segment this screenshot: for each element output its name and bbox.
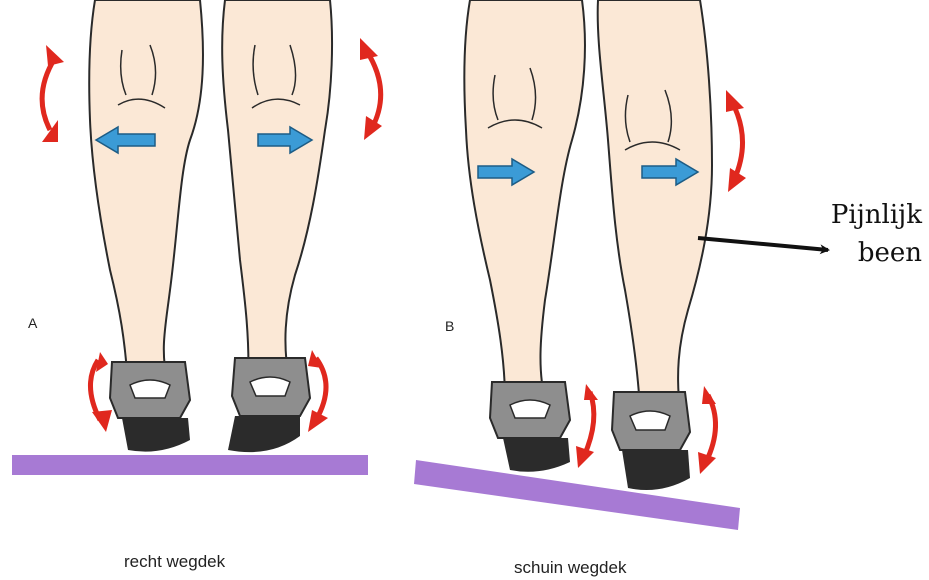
panel-a: [12, 0, 382, 475]
rotation-arrow-top-b: [726, 90, 746, 192]
left-shoe-a: [110, 362, 190, 452]
annotation-line-1: Pijnlijk: [800, 196, 922, 234]
panel-b: [414, 0, 746, 530]
left-leg-a: [89, 0, 203, 385]
road-flat: [12, 455, 368, 475]
left-shoe-b: [490, 382, 570, 472]
rotation-arrow-left-bottom-b: [576, 384, 598, 468]
right-shoe-a: [228, 358, 310, 452]
rotation-arrow-left-bottom-a: [90, 352, 112, 432]
rotation-arrow-right-bottom-a: [308, 350, 328, 432]
annotation-line-2: been: [800, 234, 922, 272]
right-shoe-b: [612, 392, 690, 490]
panel-label-b: B: [445, 318, 454, 334]
road-sloped: [414, 460, 740, 530]
left-leg-b: [464, 0, 585, 400]
panel-label-a: A: [28, 315, 37, 331]
rotation-arrow-right-top-a: [360, 38, 382, 140]
rotation-arrow-left-top-a: [42, 45, 64, 142]
caption-a: recht wegdek: [124, 552, 225, 572]
right-leg-a: [222, 0, 332, 385]
annotation-painful-leg: Pijnlijk been: [800, 196, 922, 272]
right-leg-b-painful: [598, 0, 712, 410]
caption-b: schuin wegdek: [514, 558, 626, 578]
rotation-arrow-right-bottom-b: [698, 386, 716, 474]
